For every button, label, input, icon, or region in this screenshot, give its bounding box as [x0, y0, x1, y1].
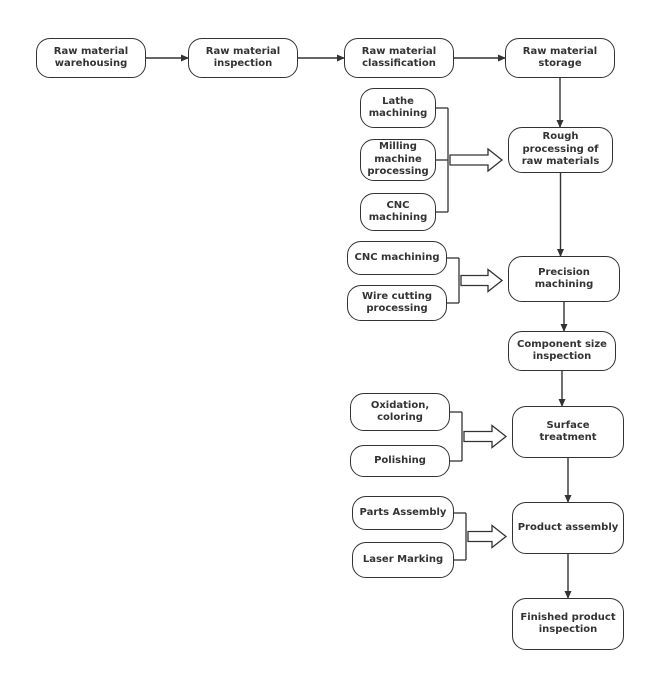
node-label: Surface treatment	[539, 419, 597, 444]
node-laser-marking: Laser Marking	[352, 542, 454, 578]
node-raw-material-inspection: Raw material inspection	[188, 38, 298, 78]
node-wire-cutting-processing: Wire cutting processing	[347, 285, 447, 321]
node-label: Raw material classification	[361, 45, 437, 70]
node-label: Polishing	[374, 454, 426, 466]
block-arrow	[467, 524, 508, 549]
node-oxidation-coloring: Oxidation, coloring	[350, 393, 450, 431]
block-arrow	[449, 147, 504, 173]
node-raw-material-classification: Raw material classification	[344, 38, 454, 78]
node-label: Component size inspection	[517, 338, 607, 363]
node-label: Laser Marking	[362, 553, 444, 565]
node-label: Raw material storage	[522, 45, 598, 70]
node-cnc-machining-2: CNC machining	[347, 241, 447, 275]
node-label: Product assembly	[517, 521, 619, 533]
node-parts-assembly: Parts Assembly	[352, 496, 454, 530]
node-raw-material-storage: Raw material storage	[505, 38, 615, 78]
node-label: Raw material inspection	[205, 45, 281, 70]
node-surface-treatment: Surface treatment	[512, 406, 624, 458]
node-label: CNC machining	[368, 199, 428, 224]
node-milling-machine-processing: Milling machine processing	[360, 139, 436, 181]
block-arrow	[463, 424, 508, 449]
node-label: Rough processing of raw materials	[521, 131, 600, 168]
node-cnc-machining-1: CNC machining	[360, 193, 436, 231]
block-arrow	[460, 268, 504, 293]
node-raw-material-warehousing: Raw material warehousing	[36, 38, 146, 78]
node-precision-machining: Precision machining	[508, 256, 620, 302]
node-lathe-machining: Lathe machining	[360, 88, 436, 128]
node-label: Wire cutting processing	[362, 290, 432, 315]
node-label: Parts Assembly	[359, 506, 447, 518]
node-rough-processing: Rough processing of raw materials	[508, 127, 613, 173]
node-label: Oxidation, coloring	[370, 399, 430, 424]
node-label: Precision machining	[534, 266, 594, 291]
node-polishing: Polishing	[350, 445, 450, 477]
node-label: Finished product inspection	[520, 611, 616, 636]
node-component-size-inspection: Component size inspection	[508, 331, 616, 371]
node-label: Raw material warehousing	[53, 45, 129, 70]
node-product-assembly: Product assembly	[512, 502, 624, 554]
node-label: Lathe machining	[368, 95, 428, 120]
node-finished-product-inspection: Finished product inspection	[512, 598, 624, 650]
node-label: Milling machine processing	[367, 141, 429, 178]
node-label: CNC machining	[354, 251, 440, 263]
